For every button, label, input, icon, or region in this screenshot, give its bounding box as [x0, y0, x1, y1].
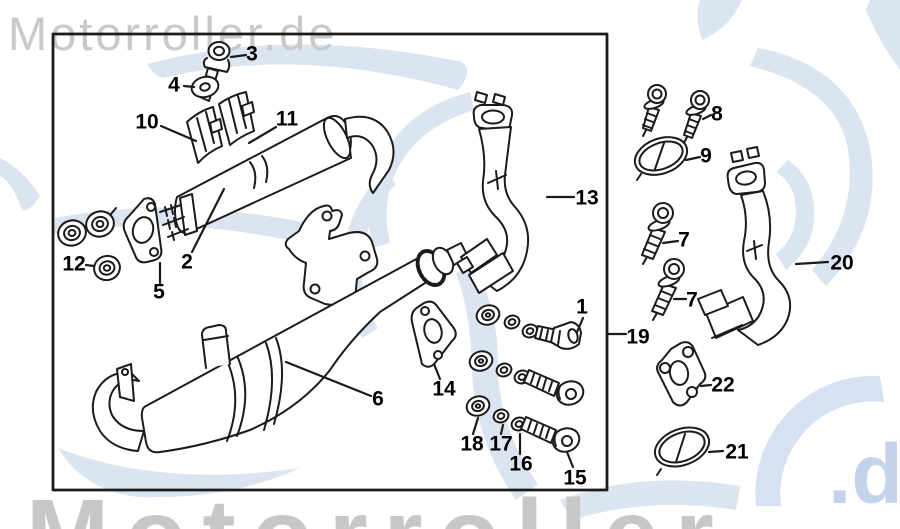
leader-line-8 — [701, 113, 713, 121]
part-22-gasket-drawing — [656, 341, 707, 407]
part-4-washer-drawing — [190, 75, 220, 99]
part-21-gasket-ring-drawing — [653, 426, 711, 476]
part-11-clamp-drawing — [218, 91, 255, 146]
part-callout-6: 6 — [372, 387, 384, 411]
part-callout-8: 8 — [711, 102, 723, 126]
watermark-bottom-text: Motorroller — [26, 485, 730, 529]
part-callout-2: 2 — [181, 250, 193, 274]
leader-line-12 — [84, 263, 96, 268]
part-20-header-pipe-drawing — [697, 146, 792, 346]
part-callout-20: 20 — [830, 251, 854, 275]
part-7-bolts-drawing — [641, 202, 685, 321]
leader-line-2 — [190, 187, 226, 254]
hardware-row-2-drawing — [468, 350, 585, 406]
hardware-row-1-drawing — [475, 304, 539, 339]
part-callout-18: 18 — [460, 432, 484, 456]
leader-line-7 — [661, 239, 680, 245]
part-callout-17: 17 — [489, 432, 513, 456]
part-callout-14: 14 — [432, 377, 456, 401]
part-9-gasket-ring-drawing — [633, 136, 689, 181]
part-callout-16: 16 — [509, 452, 533, 476]
part-8-bolts-drawing — [642, 84, 710, 144]
part-callout-7: 7 — [678, 228, 690, 252]
part-callout-4: 4 — [168, 73, 180, 97]
leader-line-11 — [247, 125, 278, 145]
part-callout-13: 13 — [575, 186, 599, 210]
leader-line-20 — [794, 260, 830, 266]
part-6-muffler-drawing — [91, 242, 469, 454]
part-14-gasket-drawing — [410, 300, 457, 368]
leader-line-10 — [159, 124, 198, 143]
part-callout-12: 12 — [62, 252, 86, 276]
leader-line-6 — [284, 360, 373, 398]
part-callout-3: 3 — [246, 42, 258, 66]
leader-line-1 — [575, 316, 585, 334]
part-callout-21: 21 — [725, 440, 749, 464]
part-callout-7: 7 — [686, 288, 698, 312]
leader-line-4 — [182, 84, 196, 89]
part-2-silencer-drawing — [159, 115, 395, 241]
leader-line-21 — [707, 449, 725, 454]
part-callout-15: 15 — [563, 466, 587, 490]
part-callout-11: 11 — [275, 107, 299, 131]
part-callout-5: 5 — [153, 280, 165, 304]
part-10-clamp-drawing — [186, 106, 223, 164]
part-callout-1: 1 — [576, 295, 588, 319]
watermark-corner-text: .d — [828, 427, 900, 521]
part-callout-22: 22 — [711, 373, 735, 397]
part-callout-19: 19 — [626, 325, 650, 349]
leader-line-22 — [699, 383, 713, 388]
part-callout-9: 9 — [700, 144, 712, 168]
part-1-bolt-drawing — [534, 321, 582, 350]
part-callout-10: 10 — [135, 110, 159, 134]
diagram-frame — [51, 32, 609, 492]
leader-line-15 — [565, 450, 575, 469]
muffler-bracket-drawing — [284, 204, 379, 306]
leader-line-9 — [684, 155, 702, 162]
part-5-gasket-drawing — [122, 197, 163, 264]
watermark-top-text: Motorroller.de — [8, 7, 338, 60]
part-13-front-pipe-drawing — [456, 91, 530, 294]
